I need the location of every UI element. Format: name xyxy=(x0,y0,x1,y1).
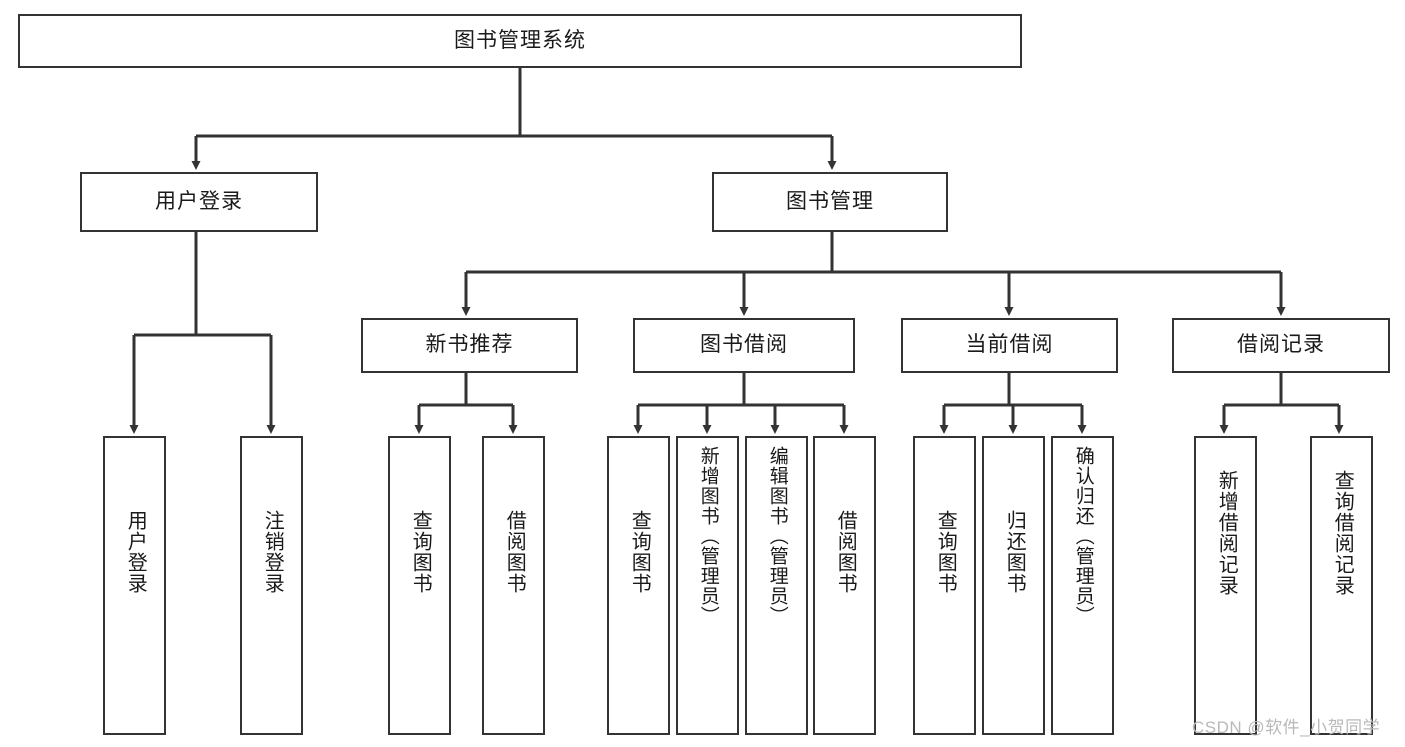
leaf-cur-confirm[interactable]: 确认归还（管理员） xyxy=(1051,436,1114,735)
node-label: 图书管理 xyxy=(786,189,874,213)
watermark-text: CSDN @软件_小贺同学 xyxy=(1192,718,1381,737)
node-label: 查询图书 xyxy=(628,510,651,594)
node-label: 编辑图书（管理员） xyxy=(766,446,788,626)
node-new-book-rec[interactable]: 新书推荐 xyxy=(361,318,578,373)
node-label: 当前借阅 xyxy=(965,333,1054,357)
leaf-rec-search[interactable]: 查询借阅记录 xyxy=(1310,436,1373,735)
node-book-manage[interactable]: 图书管理 xyxy=(712,172,948,232)
leaf-rec-borrow[interactable]: 借阅图书 xyxy=(482,436,545,735)
node-label: 查询图书 xyxy=(934,510,957,594)
node-label: 确认归还（管理员） xyxy=(1072,446,1094,626)
node-current-borrow[interactable]: 当前借阅 xyxy=(901,318,1118,373)
leaf-borrow-edit[interactable]: 编辑图书（管理员） xyxy=(745,436,808,735)
leaf-cur-return[interactable]: 归还图书 xyxy=(982,436,1045,735)
node-label: 查询借阅记录 xyxy=(1331,470,1354,596)
leaf-borrow-query[interactable]: 查询图书 xyxy=(607,436,670,735)
node-book-borrow[interactable]: 图书借阅 xyxy=(633,318,855,373)
node-label: 归还图书 xyxy=(1003,510,1026,594)
node-label: 图书借阅 xyxy=(700,333,788,357)
node-label: 用户登录 xyxy=(124,510,147,594)
node-label: 图书管理系统 xyxy=(454,28,586,52)
node-user-login[interactable]: 用户登录 xyxy=(80,172,318,232)
node-label: 用户登录 xyxy=(155,189,243,213)
node-label: 借阅图书 xyxy=(834,510,857,594)
leaf-borrow-add[interactable]: 新增图书（管理员） xyxy=(676,436,739,735)
leaf-cur-query[interactable]: 查询图书 xyxy=(913,436,976,735)
node-label: 注销登录 xyxy=(261,510,284,594)
leaf-user-login[interactable]: 用户登录 xyxy=(103,436,166,735)
node-label: 新书推荐 xyxy=(425,333,514,357)
leaf-user-logout[interactable]: 注销登录 xyxy=(240,436,303,735)
leaf-rec-query[interactable]: 查询图书 xyxy=(388,436,451,735)
node-label: 新增图书（管理员） xyxy=(697,446,719,626)
node-borrow-record[interactable]: 借阅记录 xyxy=(1172,318,1390,373)
node-label: 借阅图书 xyxy=(503,510,526,594)
node-label: 新增借阅记录 xyxy=(1215,470,1238,596)
leaf-borrow-do[interactable]: 借阅图书 xyxy=(813,436,876,735)
node-label: 借阅记录 xyxy=(1237,333,1325,357)
node-label: 查询图书 xyxy=(409,510,432,594)
leaf-rec-add[interactable]: 新增借阅记录 xyxy=(1194,436,1257,735)
node-root[interactable]: 图书管理系统 xyxy=(18,14,1022,68)
